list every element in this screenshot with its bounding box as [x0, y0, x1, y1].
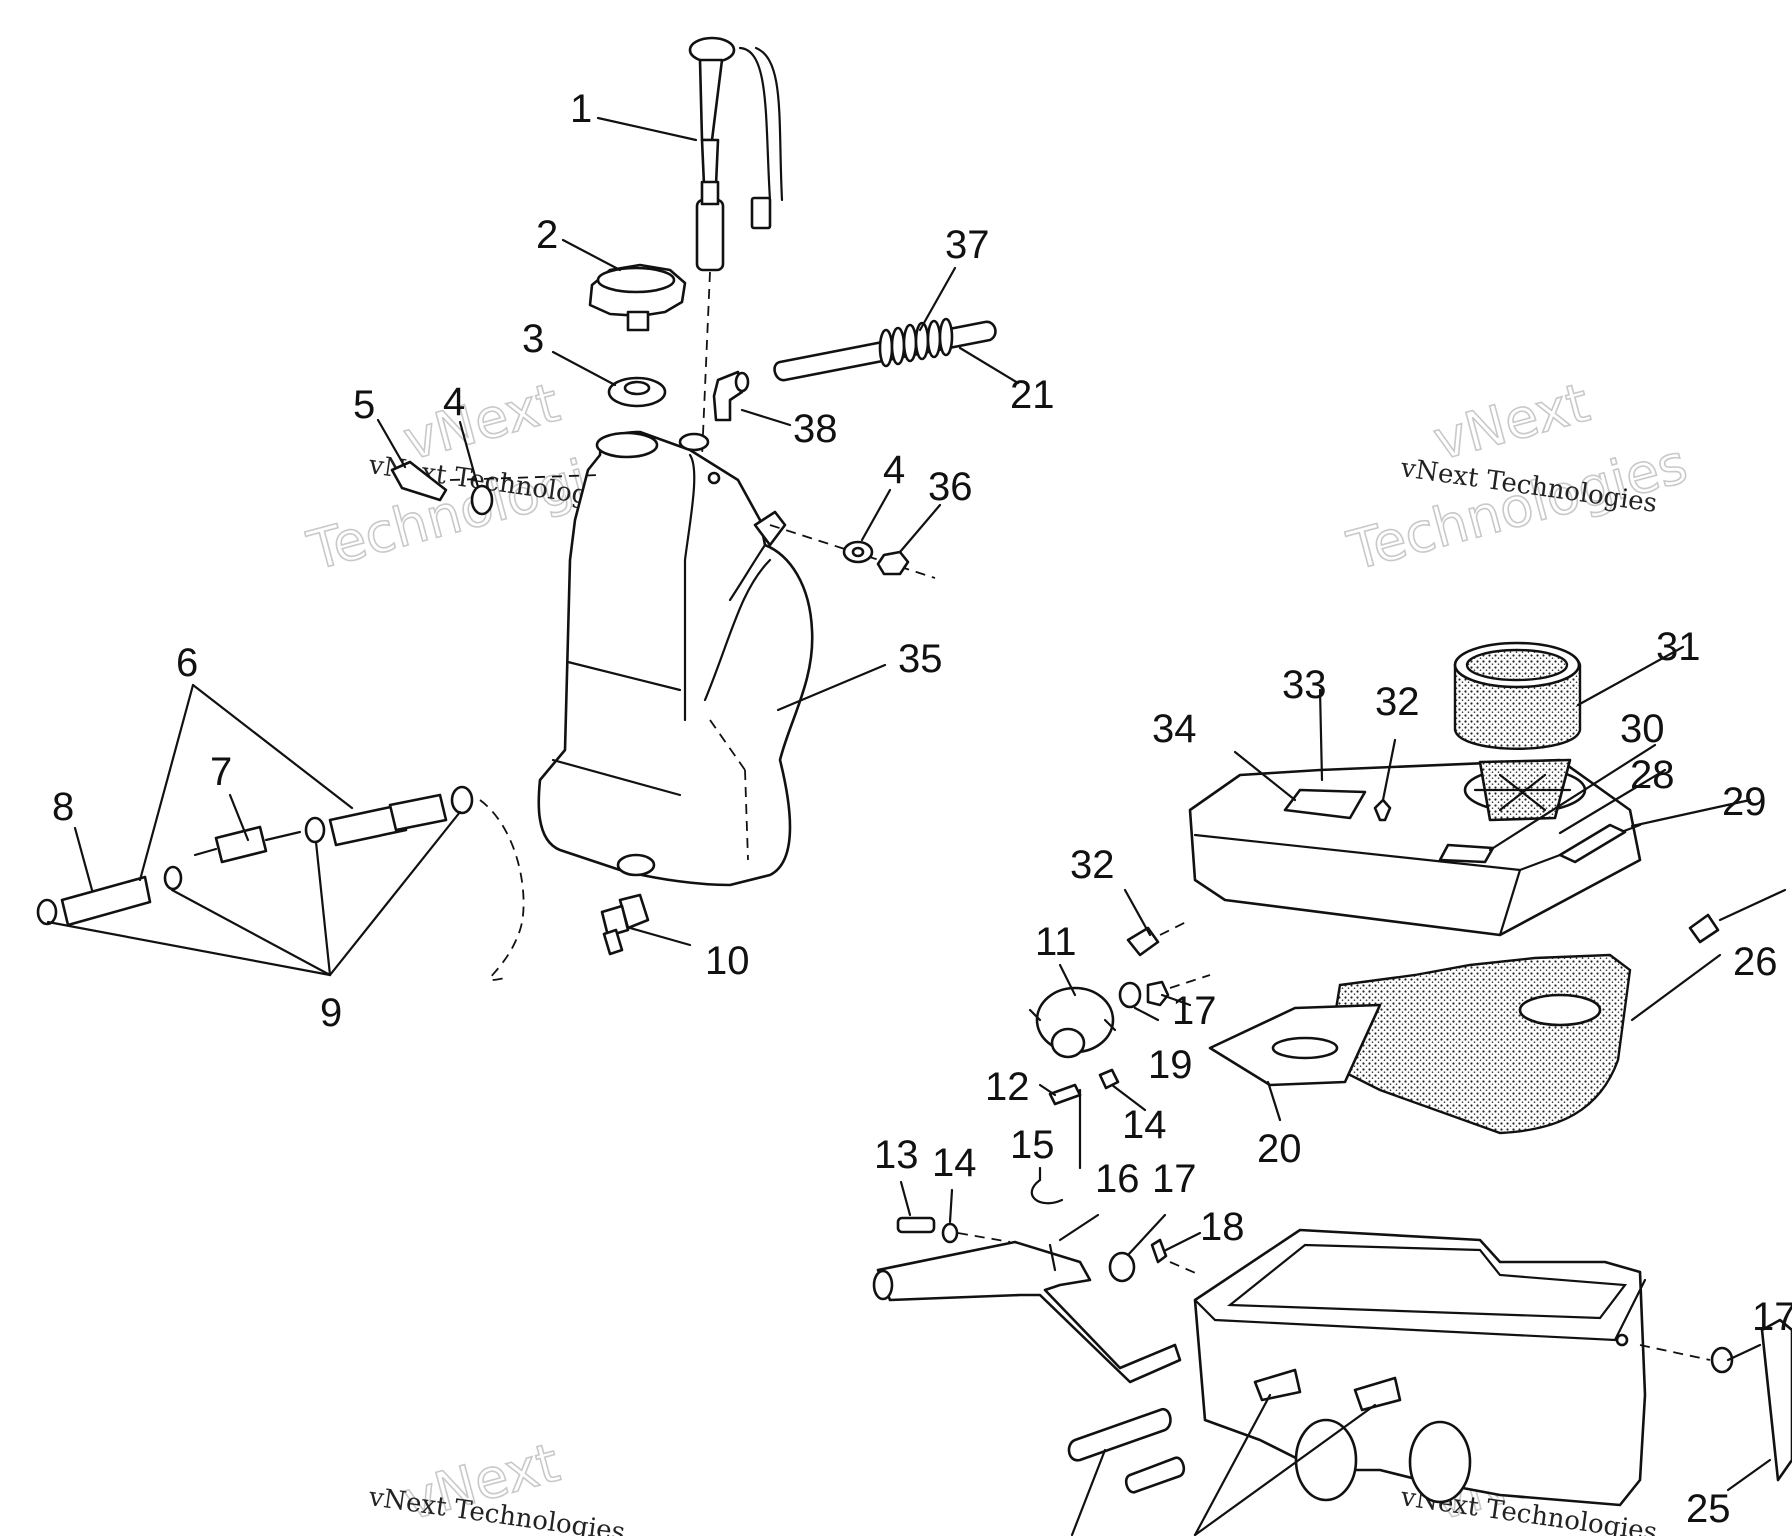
- part-gasket-plate: [1208, 1003, 1382, 1087]
- callout-33: 33: [1282, 663, 1327, 707]
- callout-21: 21: [1010, 373, 1055, 417]
- part-outlet-fitting: [600, 893, 650, 956]
- callout-26: 26: [1733, 940, 1778, 984]
- callout-labels: 1 2 3 4 4 5 6 7 8 9 10 11 12 13 14 14 15…: [52, 87, 1792, 1531]
- leader-lines-right: [899, 645, 1772, 1536]
- callout-32-lower: 32: [1070, 843, 1115, 887]
- leader-lines-left: [46, 116, 1020, 977]
- part-drain-tubes: [1067, 1407, 1186, 1494]
- part-hook: [1030, 1178, 1064, 1205]
- callout-1: 1: [570, 87, 592, 131]
- callout-5: 5: [353, 383, 375, 427]
- callout-14-upper: 14: [1122, 1103, 1167, 1147]
- callout-12: 12: [985, 1065, 1030, 1109]
- part-fuel-line-assembly: [36, 785, 474, 927]
- callout-20: 20: [1257, 1127, 1302, 1171]
- callout-34: 34: [1152, 707, 1197, 751]
- part-foam-filter: [1333, 953, 1632, 1135]
- callout-17-upper: 17: [1172, 989, 1217, 1033]
- callout-30: 30: [1620, 707, 1665, 751]
- callout-7: 7: [210, 750, 232, 794]
- part-connector-right: [1688, 888, 1787, 944]
- callout-4-right: 4: [883, 448, 905, 492]
- callout-35: 35: [898, 637, 943, 681]
- part-airbox-base: [1193, 1228, 1647, 1507]
- callout-17-middle: 17: [1152, 1157, 1197, 1201]
- part-bolt-left: [390, 460, 601, 516]
- part-foam-ring: [1453, 641, 1582, 750]
- callout-37: 37: [945, 223, 990, 267]
- part-clip-1: [1126, 919, 1191, 957]
- callout-25: 25: [1686, 1487, 1731, 1531]
- watermark-bottom-left: vNext vNext Technologies: [366, 1430, 627, 1536]
- callout-9: 9: [320, 991, 342, 1035]
- part-lower-right-boot: [1639, 1318, 1792, 1482]
- fuel-line-path: [479, 799, 525, 981]
- part-fuel-sender: [688, 36, 784, 736]
- callout-31: 31: [1656, 625, 1701, 669]
- callout-29: 29: [1722, 780, 1767, 824]
- callout-16: 16: [1095, 1157, 1140, 1201]
- part-elbow-fitting: [712, 370, 750, 422]
- part-fuel-tank: [537, 430, 814, 887]
- watermark-big-top: vNext: [1427, 371, 1596, 473]
- part-screw-bracket: [896, 1216, 1011, 1244]
- part-actuator: [1028, 986, 1117, 1059]
- callout-11: 11: [1035, 920, 1077, 964]
- callout-18: 18: [1200, 1205, 1245, 1249]
- callout-36: 36: [928, 465, 973, 509]
- callout-13: 13: [874, 1133, 919, 1177]
- part-fuel-cap: [588, 263, 687, 332]
- part-nut-bracket: [1108, 1238, 1201, 1283]
- part-airbox-lid: [1188, 758, 1642, 937]
- part-bracket: [872, 1240, 1182, 1384]
- part-washer-nut-actuator: [1118, 974, 1211, 1009]
- callout-19: 19: [1148, 1043, 1193, 1087]
- callout-38: 38: [793, 407, 838, 451]
- callout-4-left: 4: [443, 380, 465, 424]
- callout-6: 6: [176, 641, 198, 685]
- part-vent-hose: [773, 317, 997, 382]
- callout-2: 2: [536, 213, 558, 257]
- watermark-top-right: vNext Technologies vNext Technologies: [1340, 370, 1694, 584]
- callout-3: 3: [522, 317, 544, 361]
- part-gasket: [607, 376, 667, 408]
- callout-10: 10: [705, 939, 750, 983]
- callout-14-lower: 14: [932, 1141, 977, 1185]
- callout-15: 15: [1010, 1123, 1055, 1167]
- callout-8: 8: [52, 785, 74, 829]
- callout-17-right: 17: [1752, 1295, 1792, 1339]
- callout-28: 28: [1630, 753, 1675, 797]
- callout-32-upper: 32: [1375, 680, 1420, 724]
- part-screw-actuator: [1048, 1068, 1120, 1106]
